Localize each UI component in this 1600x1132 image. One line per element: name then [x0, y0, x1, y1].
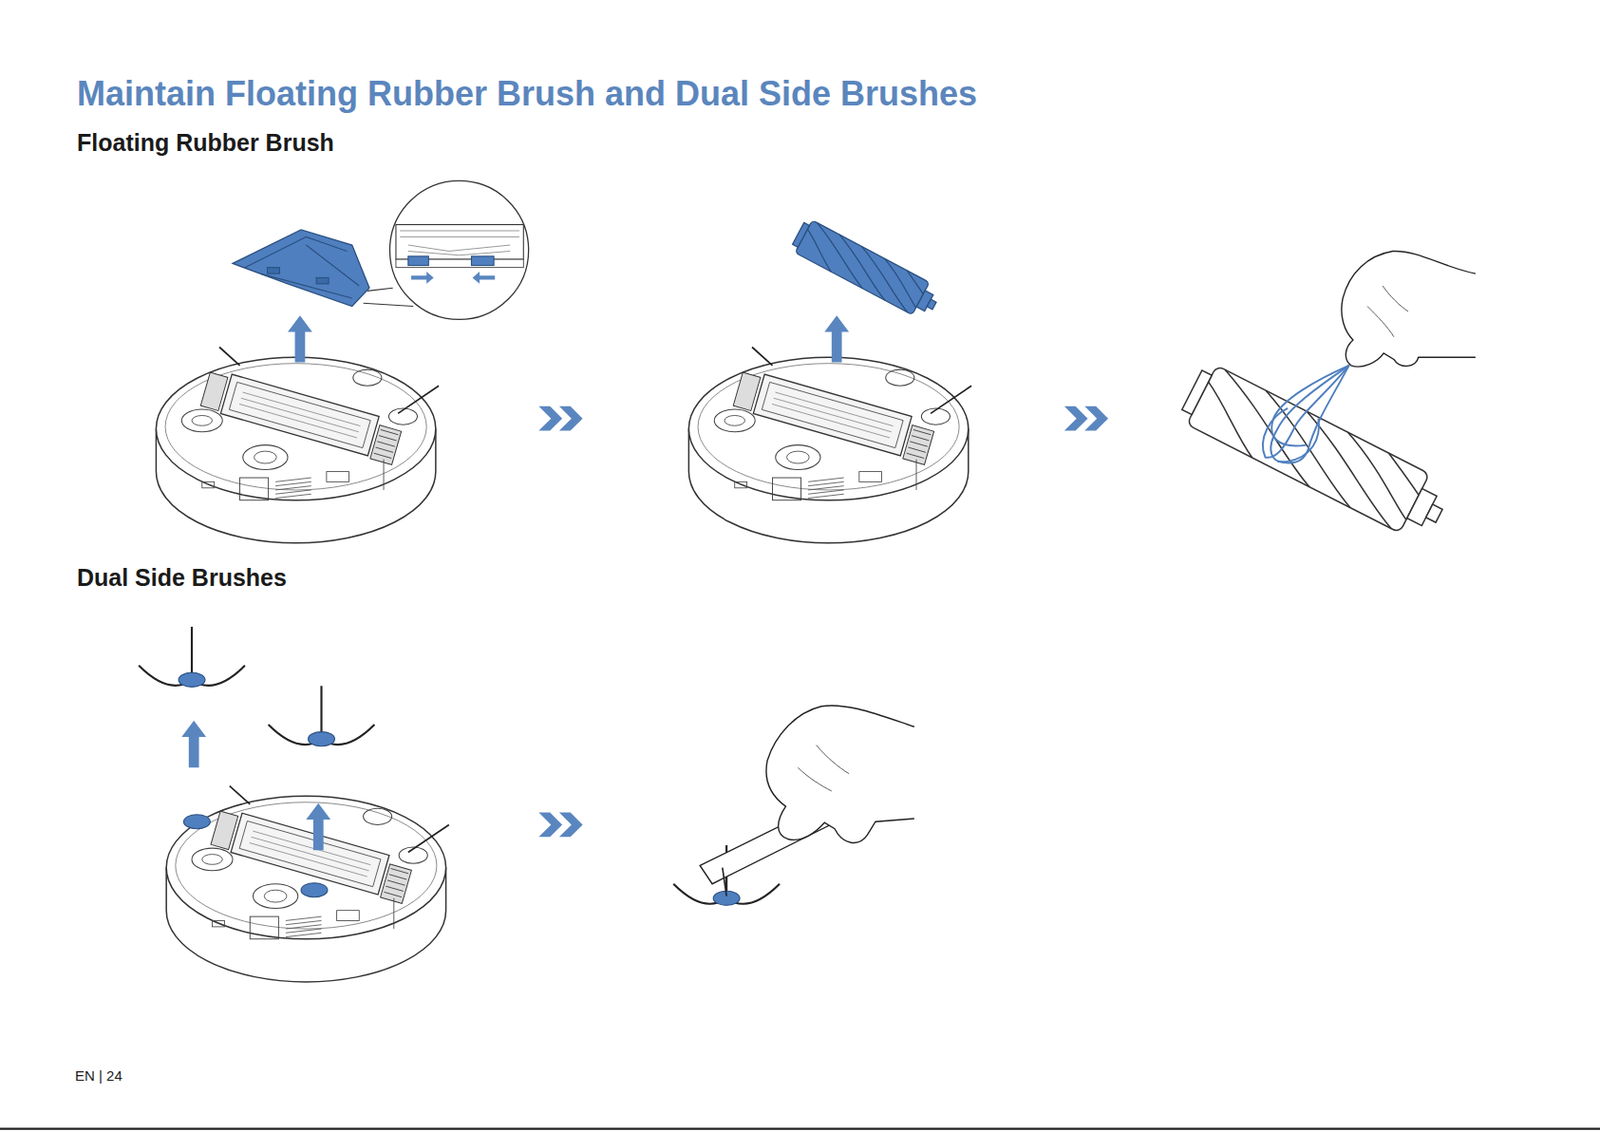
- tangled-hair-part: [1262, 365, 1350, 458]
- tangled-hair-part: [1277, 365, 1349, 464]
- detail-magnifier: [363, 180, 529, 320]
- robot-bottom-view-part: [183, 814, 210, 829]
- rubber-brush: [790, 217, 943, 322]
- illustration-part: [1064, 406, 1109, 432]
- rubber-brush-part: [790, 217, 943, 322]
- tangled-hair-part: [1271, 365, 1349, 447]
- detail-magnifier-part: [408, 256, 429, 266]
- robot-bottom-view-part: [301, 883, 328, 898]
- section-heading: Dual Side Brushes: [76, 564, 287, 592]
- brush-guard-part: [232, 229, 370, 307]
- robot-bottom-view: [155, 346, 439, 543]
- detail-magnifier-part: [399, 230, 520, 256]
- hand-part: [797, 745, 849, 791]
- side-brush: [268, 685, 376, 746]
- hand-part: [1367, 285, 1409, 338]
- detail-magnifier-part: [395, 225, 524, 261]
- detail-magnifier-part: [470, 256, 494, 266]
- page-rule: [0, 1128, 1600, 1130]
- rubber-brush-large-part: [1176, 360, 1454, 546]
- illustration-part: [181, 720, 207, 768]
- robot-bottom-view-part: [688, 346, 972, 543]
- illustration-part: [824, 315, 849, 362]
- hand-part: [766, 705, 915, 844]
- illustration-part: [538, 406, 583, 432]
- hand: [766, 705, 915, 844]
- brush-guard-part: [267, 267, 281, 274]
- side-brush: [138, 626, 245, 687]
- robot-bottom-view: [166, 786, 450, 982]
- illustration-part: [538, 812, 583, 838]
- page-number: EN | 24: [75, 1067, 123, 1084]
- tangled-hair: [1262, 365, 1350, 464]
- rubber-brush-large: [1176, 360, 1454, 546]
- illustration-part: [287, 315, 313, 362]
- side-brush-part: [138, 626, 245, 687]
- robot-bottom-view-part: [166, 786, 450, 982]
- brush-guard-part: [316, 277, 329, 283]
- hand: [1341, 250, 1476, 367]
- illustration-part: [305, 803, 331, 850]
- page-title: Maintain Floating Rubber Brush and Dual …: [76, 74, 978, 113]
- robot-bottom-view: [688, 346, 972, 543]
- brush-guard-part: [244, 236, 359, 298]
- brush-guard: [232, 229, 370, 307]
- side-brush-part: [268, 685, 376, 746]
- robot-bottom-view-part: [155, 346, 439, 543]
- detail-magnifier-part: [472, 271, 496, 284]
- section-heading: Floating Rubber Brush: [76, 129, 335, 157]
- hand-part: [1341, 250, 1476, 367]
- detail-magnifier-part: [390, 180, 529, 320]
- cleaning-tool-part: [722, 867, 727, 897]
- detail-magnifier-part: [411, 271, 434, 284]
